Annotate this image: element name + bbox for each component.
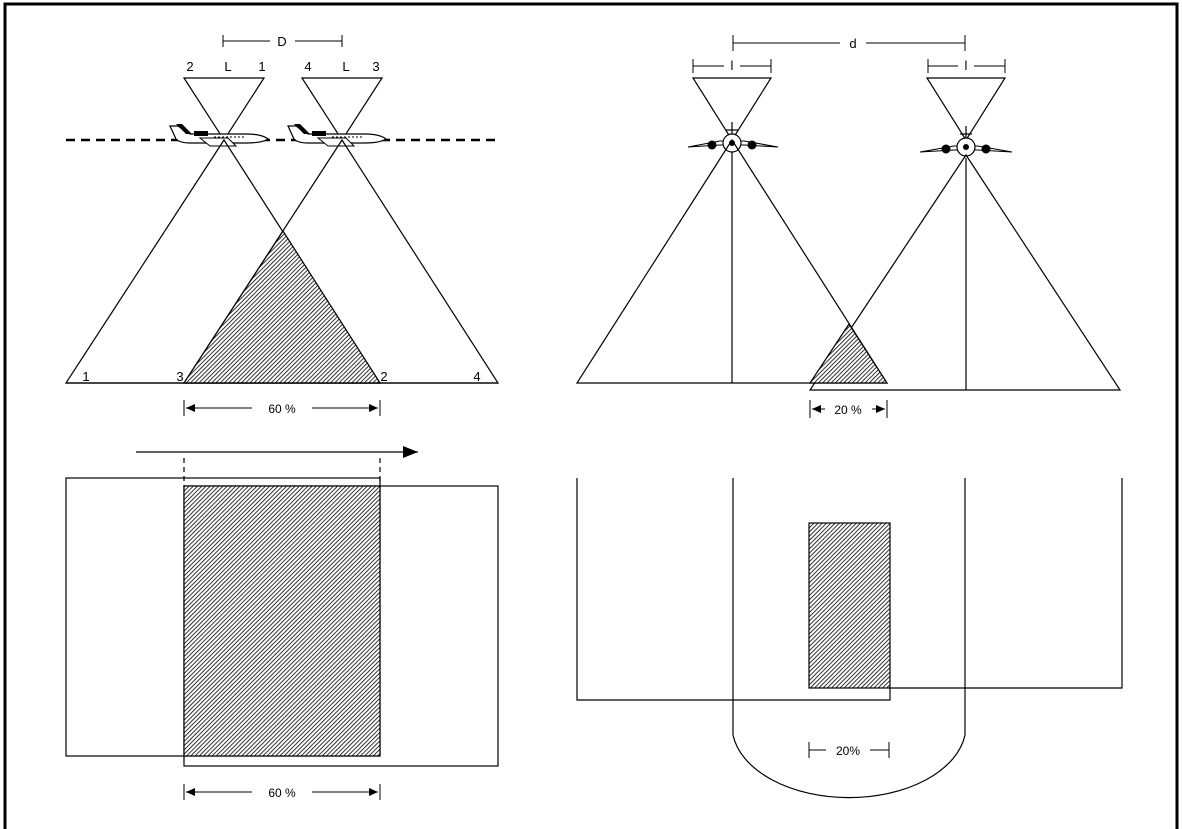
lens-cone-right — [925, 77, 1007, 142]
forward-footprint-dimension: 60 % — [183, 784, 381, 800]
lens-cone-left — [182, 77, 266, 142]
diagram-frame — [3, 2, 1179, 829]
forward-overlap-area — [182, 229, 382, 384]
aircraft-front-view-icon — [687, 122, 779, 153]
dimension-D: D — [222, 34, 343, 49]
aircraft-side-view-icon — [169, 124, 270, 147]
lens-width-label: l — [965, 58, 968, 73]
lens-cone-right — [300, 77, 384, 142]
forward-overlap-footprint — [183, 485, 381, 757]
photo-strip-footprint-right — [890, 478, 1123, 689]
dimension-d: d — [732, 35, 966, 51]
ground-point-label: 3 — [176, 369, 183, 384]
ground-point-label: 1 — [82, 369, 89, 384]
ground-point-label: 2 — [380, 369, 387, 384]
dimension-d-label: d — [849, 36, 856, 51]
lens-width-label: l — [731, 58, 734, 73]
ground-coverage-cone-right — [808, 153, 1122, 391]
side-footprint-dimension: 20% — [808, 742, 890, 758]
exposure-label: 4 — [304, 59, 311, 74]
exposure-label: 3 — [372, 59, 379, 74]
exposure-label: L — [342, 59, 349, 74]
aircraft-side-view-icon — [287, 124, 388, 147]
ground-point-label: 4 — [473, 369, 480, 384]
forward-overlap-label: 60 % — [268, 402, 296, 416]
side-overlap-dimension: 20 % — [809, 400, 888, 418]
aircraft-front-view-icon — [919, 126, 1013, 157]
exposure-label: 1 — [258, 59, 265, 74]
photo-strip-footprint-center — [732, 478, 966, 799]
exposure-label: L — [224, 59, 231, 74]
forward-overlap-panel: D 2 L 1 4 L 3 — [64, 34, 500, 800]
side-overlap-panel: d l l — [575, 35, 1123, 799]
forward-footprint-overlap-label: 60 % — [268, 786, 296, 800]
lens-width-dimension-right: l — [927, 58, 1006, 73]
side-footprint-overlap-label: 20% — [836, 744, 860, 758]
lens-width-dimension-left: l — [692, 58, 772, 73]
side-overlap-label: 20 % — [834, 403, 862, 417]
side-overlap-area — [808, 322, 889, 384]
lens-cone-left — [691, 77, 773, 142]
forward-overlap-dimension: 60 % — [183, 400, 381, 416]
side-overlap-footprint — [808, 522, 891, 689]
exposure-label: 2 — [186, 59, 193, 74]
dimension-D-label: D — [277, 34, 286, 49]
